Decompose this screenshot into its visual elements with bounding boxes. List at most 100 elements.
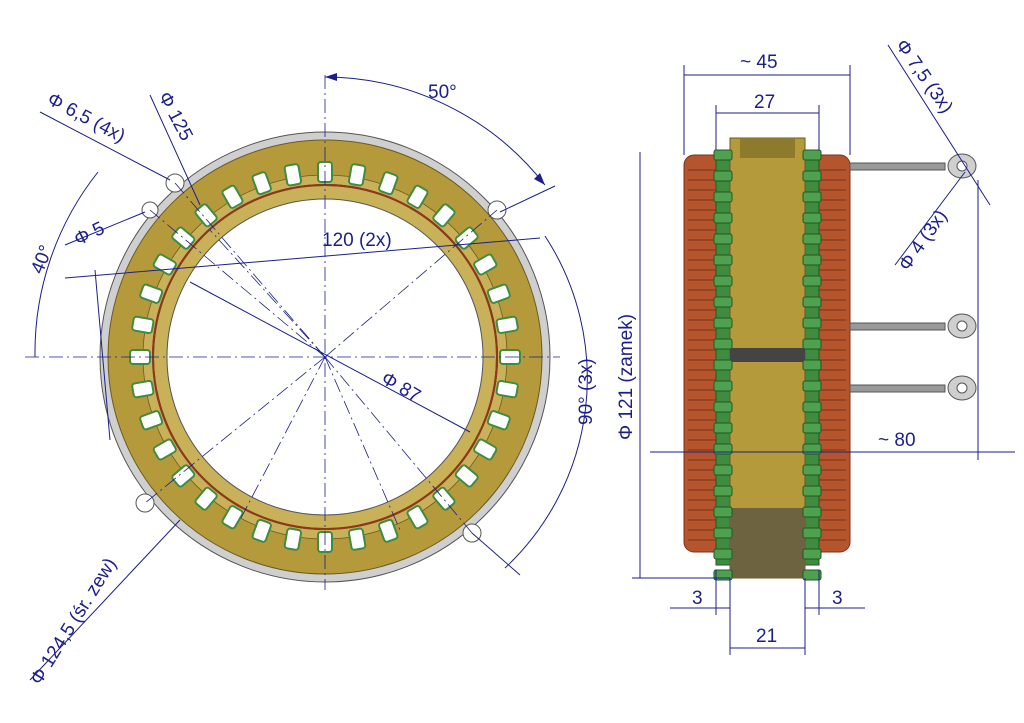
stator-slots [129, 161, 521, 553]
insulation-tab [713, 485, 733, 497]
stator-slot [131, 315, 155, 335]
insulation-tab [802, 212, 822, 224]
insulation-tab [802, 527, 822, 539]
stator-slot [454, 464, 479, 488]
insulation-tab [713, 464, 733, 476]
dim-width-27: 27 [754, 92, 775, 113]
lamination-band-dark [730, 348, 805, 362]
insulation-tab [802, 569, 822, 581]
stator-slot [221, 184, 244, 209]
insulation-tab [802, 422, 822, 434]
insulation-tab [713, 548, 733, 560]
dim-od-1245: Φ 124,5 (śr. zew) [26, 555, 121, 689]
radial-centerline [239, 356, 326, 521]
insulation-tab [713, 401, 733, 413]
stator-slot [473, 253, 498, 276]
extension-line [94, 269, 111, 441]
leader-line [149, 94, 201, 206]
dim-gap-left-3: 3 [692, 588, 703, 609]
insulation-tab [713, 149, 733, 161]
radial-centerline [209, 229, 326, 358]
radial-centerline [144, 356, 326, 504]
insulation-tab [802, 275, 822, 287]
insulation-tab [713, 254, 733, 266]
stator-slot [139, 410, 164, 431]
insulation-tab [713, 275, 733, 287]
lamination-shadow-top [740, 138, 795, 158]
side-view: ~ 45 27 Φ 7,5 (3x) Φ 4 (3x) Φ 121 (zamek… [616, 36, 1015, 655]
dim-hole-65: Φ 6,5 (4x) [44, 89, 129, 147]
dim-length-80: ~ 80 [878, 430, 916, 451]
stator-slot [495, 315, 519, 335]
stator-slot [283, 163, 303, 187]
radial-centerline [174, 182, 326, 358]
front-view: 50° 90° (3x) 40° Φ 6,5 (4x) Φ 125 Φ 5 12… [25, 73, 597, 689]
stator-slot [495, 379, 519, 399]
radial-centerline [324, 356, 473, 534]
insulation-tab [713, 170, 733, 182]
insulation-tab [802, 338, 822, 350]
stator-slot [347, 527, 367, 551]
insulation-tab [802, 464, 822, 476]
dim-line-87 [189, 281, 471, 433]
lead-wire [849, 313, 977, 339]
radial-centerline [149, 209, 326, 358]
stator-slot [251, 518, 272, 543]
insulation-tab [802, 233, 822, 245]
insulation-strip-left [715, 149, 731, 566]
insulation-tab [802, 170, 822, 182]
leader-line [29, 519, 181, 681]
insulation-tab [802, 317, 822, 329]
lead-wire [849, 375, 977, 401]
insulation-tab [802, 296, 822, 308]
stator-slot [432, 203, 456, 228]
insulation-tab [713, 527, 733, 539]
dim-arc-90 [504, 235, 588, 569]
lamination-shadow-bottom [730, 508, 805, 578]
stator-slot [139, 283, 164, 304]
dim-arc-40 [34, 171, 99, 358]
dim-lock-121: Φ 121 (zamek) [616, 314, 637, 440]
lead-wire [849, 153, 977, 179]
stator-slot [486, 410, 511, 431]
leader-line [887, 44, 991, 206]
extension-line [471, 532, 521, 576]
dim-gap-right-3: 3 [832, 588, 843, 609]
insulation-tab [802, 191, 822, 203]
insulation-tab [713, 422, 733, 434]
stator-slot [131, 379, 155, 399]
insulation-tab [802, 380, 822, 392]
insulation-tab [802, 548, 822, 560]
dim-angle-40: 40° [27, 242, 57, 277]
insulation-tab [713, 191, 733, 203]
stator-slot [194, 203, 218, 228]
stator-slot [221, 505, 244, 530]
dim-width-45: ~ 45 [740, 52, 778, 73]
insulation-strip-right [804, 149, 820, 566]
dim-width-21: 21 [756, 626, 777, 647]
lead-terminal-icon [947, 153, 977, 179]
stator-slot [406, 184, 429, 209]
insulation-tab [802, 401, 822, 413]
insulation-tab [713, 506, 733, 518]
dim-arrow [534, 173, 545, 185]
leader-line [64, 211, 146, 246]
radial-centerline [324, 356, 401, 531]
extension-line [499, 185, 556, 213]
insulation-tab [713, 317, 733, 329]
stator-slot [406, 505, 429, 530]
insulation-tab [802, 254, 822, 266]
stator-slot [378, 518, 399, 543]
stator-slot [152, 438, 177, 461]
stator-slot [194, 486, 218, 511]
dim-lug-75: Φ 7,5 (3x) [891, 36, 957, 118]
stator-slot [283, 527, 303, 551]
dim-angle-90: 90° (3x) [576, 358, 597, 425]
insulation-tab [713, 233, 733, 245]
radial-centerline [324, 209, 498, 358]
mounting-hole [135, 493, 155, 513]
insulation-tab [713, 380, 733, 392]
insulation-tab [802, 506, 822, 518]
insulation-tab [802, 149, 822, 161]
lead-terminal-icon [947, 375, 977, 401]
